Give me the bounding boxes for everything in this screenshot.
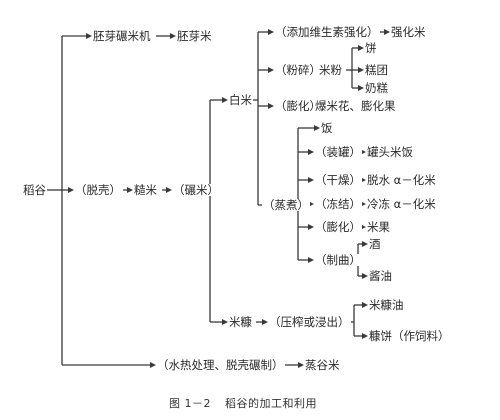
node-frozen-rice: 冷冻 α－化米 — [366, 197, 437, 211]
node-bran-cake: 糠饼（作饲料） — [368, 329, 451, 343]
node-puff2: （膨化） — [314, 220, 362, 234]
node-parboiled-rice: 蒸谷米 — [304, 358, 341, 372]
node-dumpling: 糕团 — [364, 63, 389, 77]
node-rice-flour: 米粉 — [318, 63, 343, 77]
node-fortify: （添加维生素强化） — [274, 25, 380, 39]
node-popped-rice: 爆米花、膨化果 — [314, 99, 397, 113]
node-rice-fruit: 米果 — [366, 220, 391, 234]
node-hydrothermal: （水热处理、脱壳碾制） — [156, 358, 285, 372]
node-press: （压榨或浸出） — [268, 315, 351, 329]
node-ferment: （制曲） — [314, 253, 362, 267]
node-cooked-rice: 饭 — [320, 121, 334, 135]
node-sprout-product: 胚芽米 — [176, 29, 213, 43]
node-cake: 饼 — [364, 41, 378, 55]
node-puff: （膨化） — [274, 99, 322, 113]
node-dry: （干燥） — [314, 173, 362, 187]
node-root: 稻谷 — [22, 183, 47, 197]
node-soy-sauce: 酱油 — [368, 269, 393, 283]
node-grind: （粉碎） — [274, 63, 322, 77]
node-wine: 酒 — [368, 237, 382, 251]
node-milling: （碾米） — [172, 183, 220, 197]
node-milk-cake: 奶糕 — [364, 81, 389, 95]
figure-title: 稻谷的加工和利用 — [225, 397, 317, 410]
node-dehydrated-rice: 脱水 α－化米 — [366, 173, 437, 187]
node-canned-rice: 罐头米饭 — [366, 145, 414, 159]
node-bran-oil: 米糠油 — [368, 298, 405, 312]
node-white-rice: 白米 — [228, 93, 253, 107]
figure-number: 图 1－2 — [169, 397, 211, 410]
node-rice-bran: 米糠 — [228, 315, 253, 329]
node-dehull: （脱壳） — [74, 183, 122, 197]
node-freeze: （冻结） — [314, 197, 362, 211]
node-brown-rice: 糙米 — [133, 183, 158, 197]
node-canning: （装罐） — [314, 145, 362, 159]
node-sprout-process: 胚芽碾米机 — [92, 29, 152, 43]
node-fortified-rice: 强化米 — [390, 25, 427, 39]
node-steam: （蒸煮） — [262, 198, 310, 212]
